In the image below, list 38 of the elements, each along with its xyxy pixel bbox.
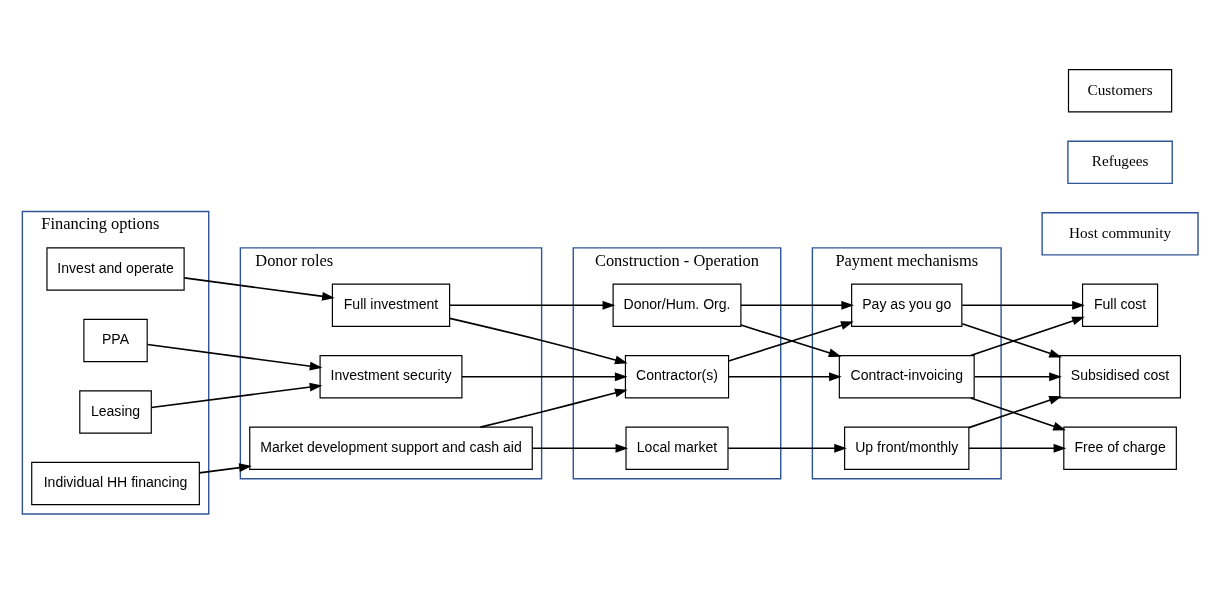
node-box: Contractor(s) bbox=[624, 354, 730, 398]
node-box: Customers bbox=[1067, 68, 1173, 112]
node-box: Up front/monthly bbox=[844, 426, 970, 470]
arrow bbox=[727, 443, 847, 453]
arrow bbox=[740, 323, 842, 357]
arrow bbox=[479, 388, 628, 428]
node-box: Host community bbox=[1041, 211, 1199, 256]
node-box: Leasing bbox=[79, 389, 152, 434]
node-box: Contract-invoicing bbox=[838, 354, 975, 398]
node-box: Market development support and cash aid bbox=[249, 426, 533, 470]
arrow bbox=[969, 316, 1085, 356]
arrow bbox=[183, 276, 335, 301]
arrow bbox=[727, 371, 842, 381]
node-box: Investment security bbox=[319, 354, 463, 398]
arrow bbox=[461, 371, 628, 381]
node-box: Full investment bbox=[331, 283, 451, 327]
arrow bbox=[973, 371, 1062, 381]
arrow bbox=[150, 382, 323, 408]
arrow bbox=[961, 322, 1062, 358]
arrow bbox=[531, 443, 629, 453]
node-box: PPA bbox=[83, 318, 148, 362]
node-box: Full cost bbox=[1082, 283, 1159, 327]
node-box: Local market bbox=[625, 426, 729, 470]
arrow bbox=[727, 320, 854, 362]
arrow bbox=[968, 443, 1067, 453]
node-box: Invest and operate bbox=[46, 246, 185, 291]
node-box: Free of charge bbox=[1063, 426, 1177, 470]
node-box: Pay as you go bbox=[851, 283, 963, 327]
node-box: Individual HH financing bbox=[31, 461, 200, 505]
node-box: Refugees bbox=[1067, 140, 1173, 184]
arrow bbox=[449, 300, 616, 310]
node-box: Subsidised cost bbox=[1059, 354, 1182, 398]
node-box: Donor/Hum. Org. bbox=[612, 283, 742, 327]
arrow bbox=[146, 343, 323, 371]
arrow bbox=[198, 462, 252, 474]
arrow bbox=[740, 300, 854, 310]
arrow bbox=[448, 317, 628, 364]
arrow bbox=[961, 300, 1085, 310]
